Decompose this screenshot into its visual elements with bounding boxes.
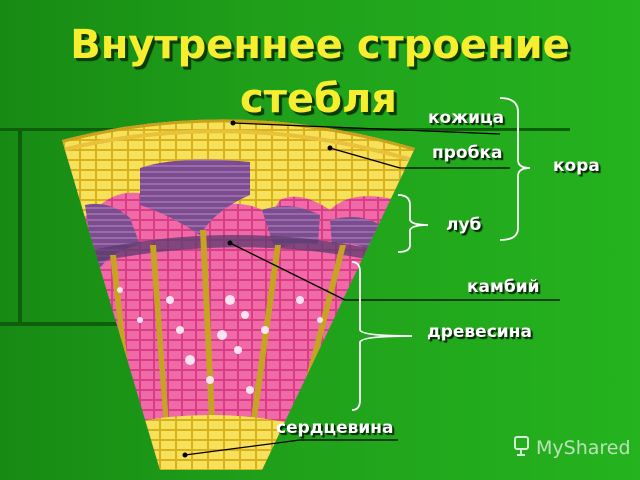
label-wood: древесина [427, 322, 532, 342]
watermark-icon [514, 436, 529, 456]
point-marker [327, 145, 333, 151]
brackets [351, 97, 531, 411]
leader-cambium [229, 242, 346, 301]
medullary-ray [150, 245, 170, 440]
point-marker [182, 452, 188, 458]
point-marker [227, 240, 233, 246]
phloem-band [140, 159, 250, 235]
page-title: Внутреннее строение [70, 22, 570, 68]
page-title-line2: стебля [240, 76, 397, 122]
medullary-ray [200, 230, 216, 440]
decor-line [18, 130, 22, 325]
bracket-bark [499, 97, 531, 241]
bracket-phloem [397, 194, 429, 253]
leader-pith [184, 439, 301, 456]
watermark: MyShared [536, 437, 631, 459]
pith-tissue [120, 415, 300, 470]
label-skin: кожица [428, 108, 505, 128]
medullary-ray [248, 245, 281, 440]
cambium-band [70, 235, 400, 268]
point-marker [230, 120, 236, 126]
leader-cork [329, 147, 401, 169]
phloem-band [330, 216, 380, 250]
label-cambium: камбий [467, 277, 540, 297]
vessels [117, 287, 323, 394]
label-cork: пробка [432, 143, 503, 163]
label-pith: сердцевина [276, 418, 394, 438]
skin-layer [62, 119, 415, 151]
cork-layer [62, 129, 413, 162]
leader-lines [184, 122, 560, 456]
label-phloem: луб [446, 215, 482, 235]
bracket-wood [351, 261, 413, 411]
label-bark: кора [553, 156, 600, 176]
leader-skin [232, 122, 501, 135]
